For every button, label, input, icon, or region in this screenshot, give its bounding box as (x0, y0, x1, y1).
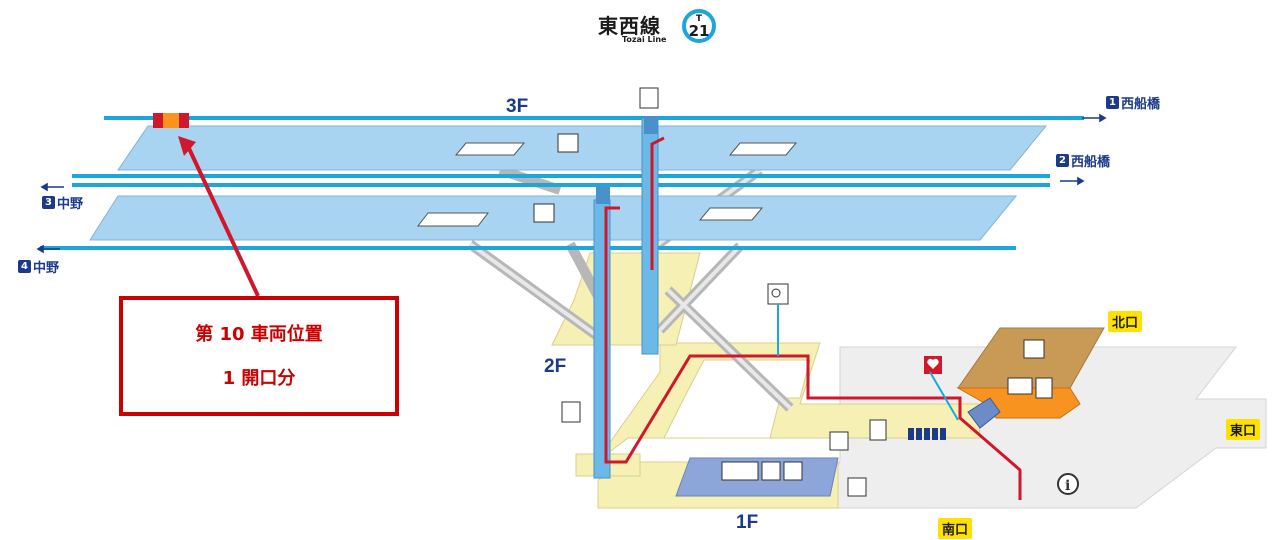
track-4 (40, 246, 1016, 250)
line-name-jp: 東西線 (598, 14, 661, 38)
wheelchair-icon (533, 133, 789, 305)
aed-icon (924, 356, 942, 374)
floor-label-1f: 1F (736, 512, 759, 533)
exit-south: 南口 (938, 518, 973, 539)
platform-3f-upper (117, 125, 1048, 171)
platform-4-destination: 中野 (33, 261, 60, 276)
exit-north: 北口 (1108, 311, 1143, 332)
car-position-callout: 第 10 車両位置 1 開口分 (119, 296, 399, 416)
elevator-icon (561, 87, 659, 423)
line-logo: 東西線 Tozai Line T 21 (598, 6, 738, 48)
elevator-shaft-right (641, 117, 659, 355)
direction-arrows (36, 113, 1107, 254)
platform-1-number: 1 (1106, 96, 1119, 109)
line-name-en: Tozai Line (622, 35, 667, 44)
floor-label-3f: 3F (506, 96, 529, 117)
platform-3-label: 3 中野 (42, 193, 83, 212)
track-3 (72, 183, 1050, 187)
stair-to-north (967, 397, 1001, 429)
callout-door-count: 1 開口分 (222, 368, 296, 389)
exit-east: 東口 (1226, 419, 1261, 440)
phone-icon (869, 419, 887, 441)
elevator-shaft-left (593, 199, 611, 479)
car-marker-right (179, 113, 189, 128)
platform-1-label: 1 西船橋 (1106, 93, 1160, 112)
ticket-office-icon (1007, 377, 1033, 395)
platform-1-destination: 西船橋 (1121, 97, 1161, 112)
station-office-icon (1023, 339, 1045, 359)
fare-adjust-icon (1035, 377, 1053, 399)
station-number: 21 (688, 22, 710, 40)
platform-3-number: 3 (42, 196, 55, 209)
aed-pointer (929, 371, 959, 421)
ticket-machine-icon (829, 431, 867, 497)
information-glyph: i (1065, 478, 1070, 494)
callout-arrowhead (178, 136, 196, 156)
line-letter: T (695, 14, 703, 24)
elevator-top-left (596, 186, 610, 204)
floor-label-2f: 2F (544, 356, 567, 377)
platform-4-label: 4 中野 (18, 257, 59, 276)
platform-2-number: 2 (1056, 154, 1069, 167)
callout-car-position: 第 10 車両位置 (195, 324, 323, 345)
platform-2-label: 2 西船橋 (1056, 151, 1110, 170)
platform-3-destination: 中野 (57, 197, 84, 212)
platform-4-number: 4 (18, 260, 31, 273)
callout-arrow (184, 141, 260, 297)
platform-2-destination: 西船橋 (1071, 155, 1111, 170)
track-2 (72, 174, 1050, 178)
accessible-route-upper (650, 136, 665, 270)
ticket-gate-icon (908, 428, 946, 440)
elevator-top-right (644, 116, 658, 134)
toilet-icon (721, 461, 803, 481)
track-1 (104, 116, 1084, 120)
station-number-badge: T 21 (682, 9, 716, 43)
accessible-route (604, 206, 1022, 500)
car-marker-left (153, 113, 163, 128)
information-icon (1057, 473, 1079, 495)
escalator-icon (416, 142, 798, 227)
